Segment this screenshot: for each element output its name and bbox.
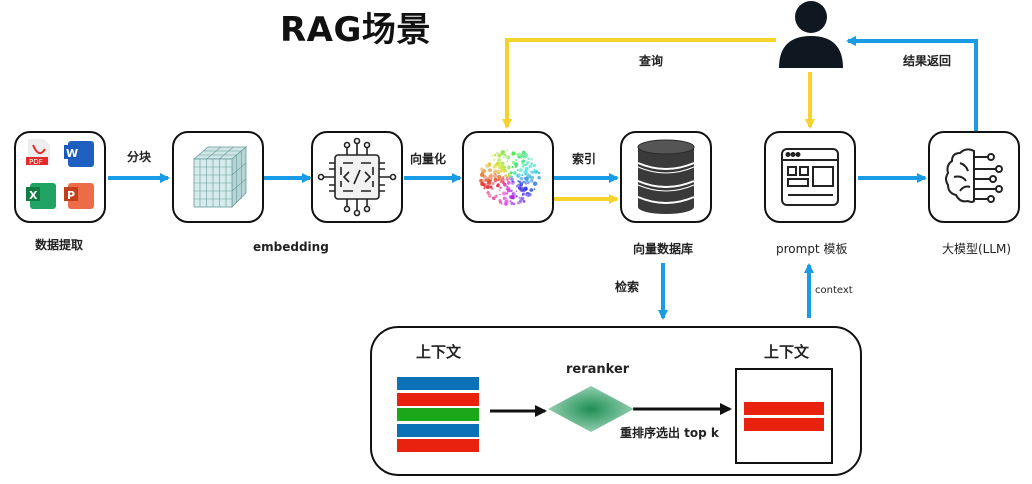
user-icon[interactable] xyxy=(776,0,846,70)
svg-text:X: X xyxy=(29,189,38,202)
arrow-result-return xyxy=(846,36,978,133)
svg-text:P: P xyxy=(67,189,75,202)
edge-label-query: 查询 xyxy=(639,54,664,68)
chunk-bar xyxy=(744,418,824,431)
cube-grid-icon xyxy=(192,146,248,208)
svg-text:W: W xyxy=(66,147,78,160)
database-icon xyxy=(637,139,695,214)
reranker-diamond-icon xyxy=(548,386,634,432)
node-label-llm: 大模型(LLM) xyxy=(942,242,1012,256)
edge-label-chunking: 分块 xyxy=(127,150,152,164)
chunk-bar xyxy=(744,402,824,415)
chunk-bar xyxy=(397,408,479,421)
chunk-bar xyxy=(397,377,479,390)
panel-left-title: 上下文 xyxy=(416,343,462,361)
code-chip-icon xyxy=(317,137,397,217)
rerank-panel xyxy=(370,326,862,476)
node-label-embedding: embedding xyxy=(253,240,329,254)
reranker-label: reranker xyxy=(566,362,630,377)
page-title: RAG场景 xyxy=(280,10,431,50)
node-prompt-template[interactable] xyxy=(764,131,856,223)
office-documents-icon: PDF W X P xyxy=(26,139,94,209)
topk-context-box xyxy=(735,368,833,464)
node-label-prompt-template: prompt 模板 xyxy=(776,242,848,256)
node-vectors[interactable] xyxy=(462,131,554,223)
node-vector-db[interactable] xyxy=(620,131,712,223)
node-label-vector-db: 向量数据库 xyxy=(633,242,694,256)
chunk-bar xyxy=(397,392,479,406)
arrow-query xyxy=(502,38,776,129)
node-embedding-model[interactable] xyxy=(311,131,403,223)
chunk-bar xyxy=(397,423,479,437)
panel-right-title: 上下文 xyxy=(764,343,810,361)
brain-circuit-icon xyxy=(945,148,1003,203)
edge-label-context: context xyxy=(815,285,853,296)
edge-label-vectorize: 向量化 xyxy=(410,152,447,166)
node-llm[interactable] xyxy=(928,131,1020,223)
edge-label-index: 索引 xyxy=(572,152,597,166)
svg-text:PDF: PDF xyxy=(29,158,43,166)
chunk-bar xyxy=(397,439,479,452)
edge-label-retrieve: 检索 xyxy=(615,280,640,294)
browser-window-icon xyxy=(781,148,839,206)
node-chunks[interactable] xyxy=(172,131,264,223)
select-topk-label: 重排序选出 top k xyxy=(620,426,719,440)
edge-label-result-return: 结果返回 xyxy=(903,54,952,68)
node-label-data-extract: 数据提取 xyxy=(35,238,84,252)
node-data-extract[interactable]: PDF W X P xyxy=(14,131,106,223)
vector-scatter-icon xyxy=(479,149,541,206)
